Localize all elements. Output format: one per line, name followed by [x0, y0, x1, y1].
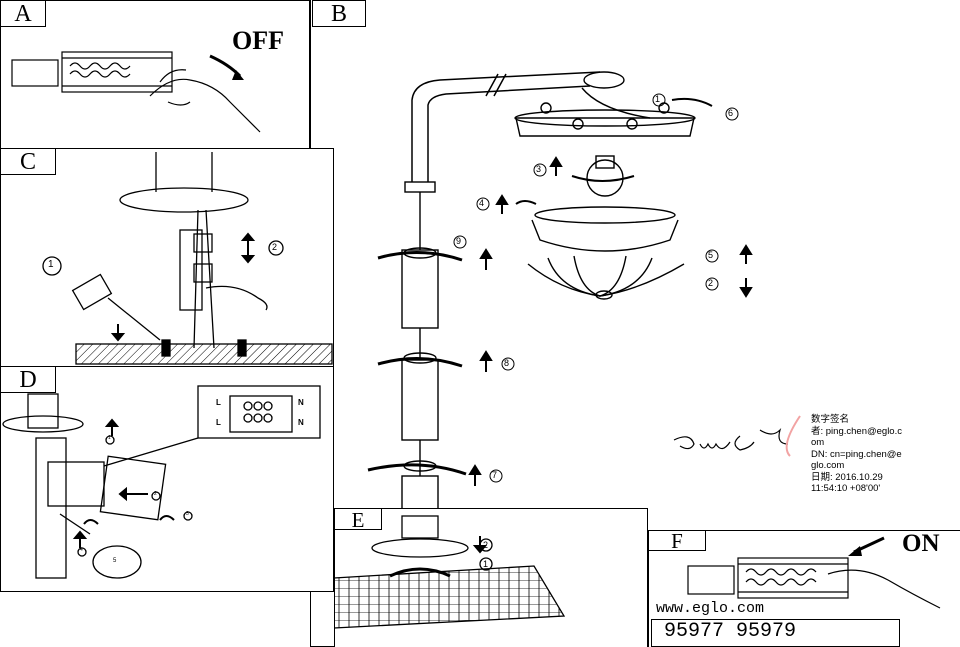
step-arrow-icons: [468, 97, 753, 486]
hand-icon: [205, 285, 268, 311]
model-numbers: 95977 95979: [664, 620, 797, 643]
wire-label-n2: N: [298, 418, 304, 427]
panel-a-illustration: [11, 51, 261, 133]
signature-line: 日期: 2016.10.29: [811, 471, 883, 483]
wire-label-n1: N: [298, 398, 304, 407]
ground-surface: [334, 565, 566, 629]
panel-f-illustration: [687, 536, 941, 609]
signature-line: 数字签名: [811, 414, 850, 425]
ground-surface: [75, 343, 333, 365]
step-number: 1: [48, 259, 54, 270]
panel-d-label: D: [0, 366, 56, 393]
glass-shade: [531, 206, 679, 252]
fuse-box-icon: [11, 51, 173, 93]
step-number: 2: [483, 540, 489, 550]
signature-icon: [673, 415, 801, 457]
base-plate: [371, 538, 469, 558]
lamp-head: [514, 71, 696, 137]
signature-line: DN: cn=ping.chen@e: [811, 448, 902, 460]
panel-d: [0, 366, 334, 592]
step-number: 3: [536, 164, 542, 174]
panel-e-illustration: [334, 515, 566, 629]
panel-f-label: F: [648, 530, 706, 552]
step-number: 4: [80, 547, 83, 553]
terminal-block-icon: [47, 461, 105, 507]
step-number: 4: [479, 198, 485, 208]
step-number: 2: [272, 242, 278, 252]
panel-a-label: A: [0, 0, 46, 27]
signature-line: glo.com: [811, 460, 845, 471]
on-label: ON: [902, 530, 940, 557]
fuse-box-icon: [687, 557, 849, 599]
step-number: 1: [655, 94, 661, 104]
step-number: 2: [154, 491, 157, 497]
hand-icon: [149, 69, 261, 133]
ceiling-plate: [119, 187, 249, 213]
mounting-bracket: [179, 229, 203, 311]
panel-c-illustration: [42, 152, 333, 365]
signature-block: 数字签名 者: ping.chen@eglo.c om DN: cn=ping.…: [811, 414, 902, 495]
bulb-icon: [571, 155, 635, 197]
step-number: 5: [708, 250, 714, 260]
step-circle: [151, 491, 161, 501]
step-number: 6: [728, 108, 734, 118]
step-number: 7: [492, 470, 498, 480]
step-number: 2: [708, 278, 714, 288]
step-circle: [77, 547, 87, 557]
signature-line: 11:54:10 +08'00': [811, 483, 881, 494]
step-number: 1: [108, 435, 111, 441]
panel-c-label: C: [0, 148, 56, 175]
website-url[interactable]: www.eglo.com: [656, 600, 765, 617]
wire-label-l1: L: [216, 398, 221, 407]
panel-e-label: E: [334, 508, 382, 531]
rotate-arrow-icons: [367, 251, 467, 476]
step-number: 5: [113, 558, 117, 564]
step-number: 3: [186, 511, 189, 517]
panel-a: [0, 0, 310, 150]
signature-line: om: [811, 437, 825, 448]
panel-d-illustration: [2, 385, 321, 579]
step-number: 8: [504, 358, 510, 368]
panel-b-label: B: [312, 0, 366, 27]
step-number: 9: [456, 236, 462, 246]
step-circle: [268, 240, 284, 256]
step-number: 1: [483, 559, 489, 569]
wire-label-l2: L: [216, 418, 221, 427]
signature-line: 者: ping.chen@eglo.c: [811, 425, 902, 437]
step-circle: [183, 511, 193, 521]
step-circle: [479, 557, 493, 571]
step-circle: [42, 256, 62, 276]
lamp-arm: [411, 71, 601, 182]
wiring-diagram: [197, 385, 321, 439]
hand-icon: [827, 569, 941, 609]
wire-cage: [527, 255, 685, 300]
off-label: OFF: [232, 26, 284, 55]
step-circle: [105, 435, 115, 445]
mounting-plate: [35, 437, 67, 579]
